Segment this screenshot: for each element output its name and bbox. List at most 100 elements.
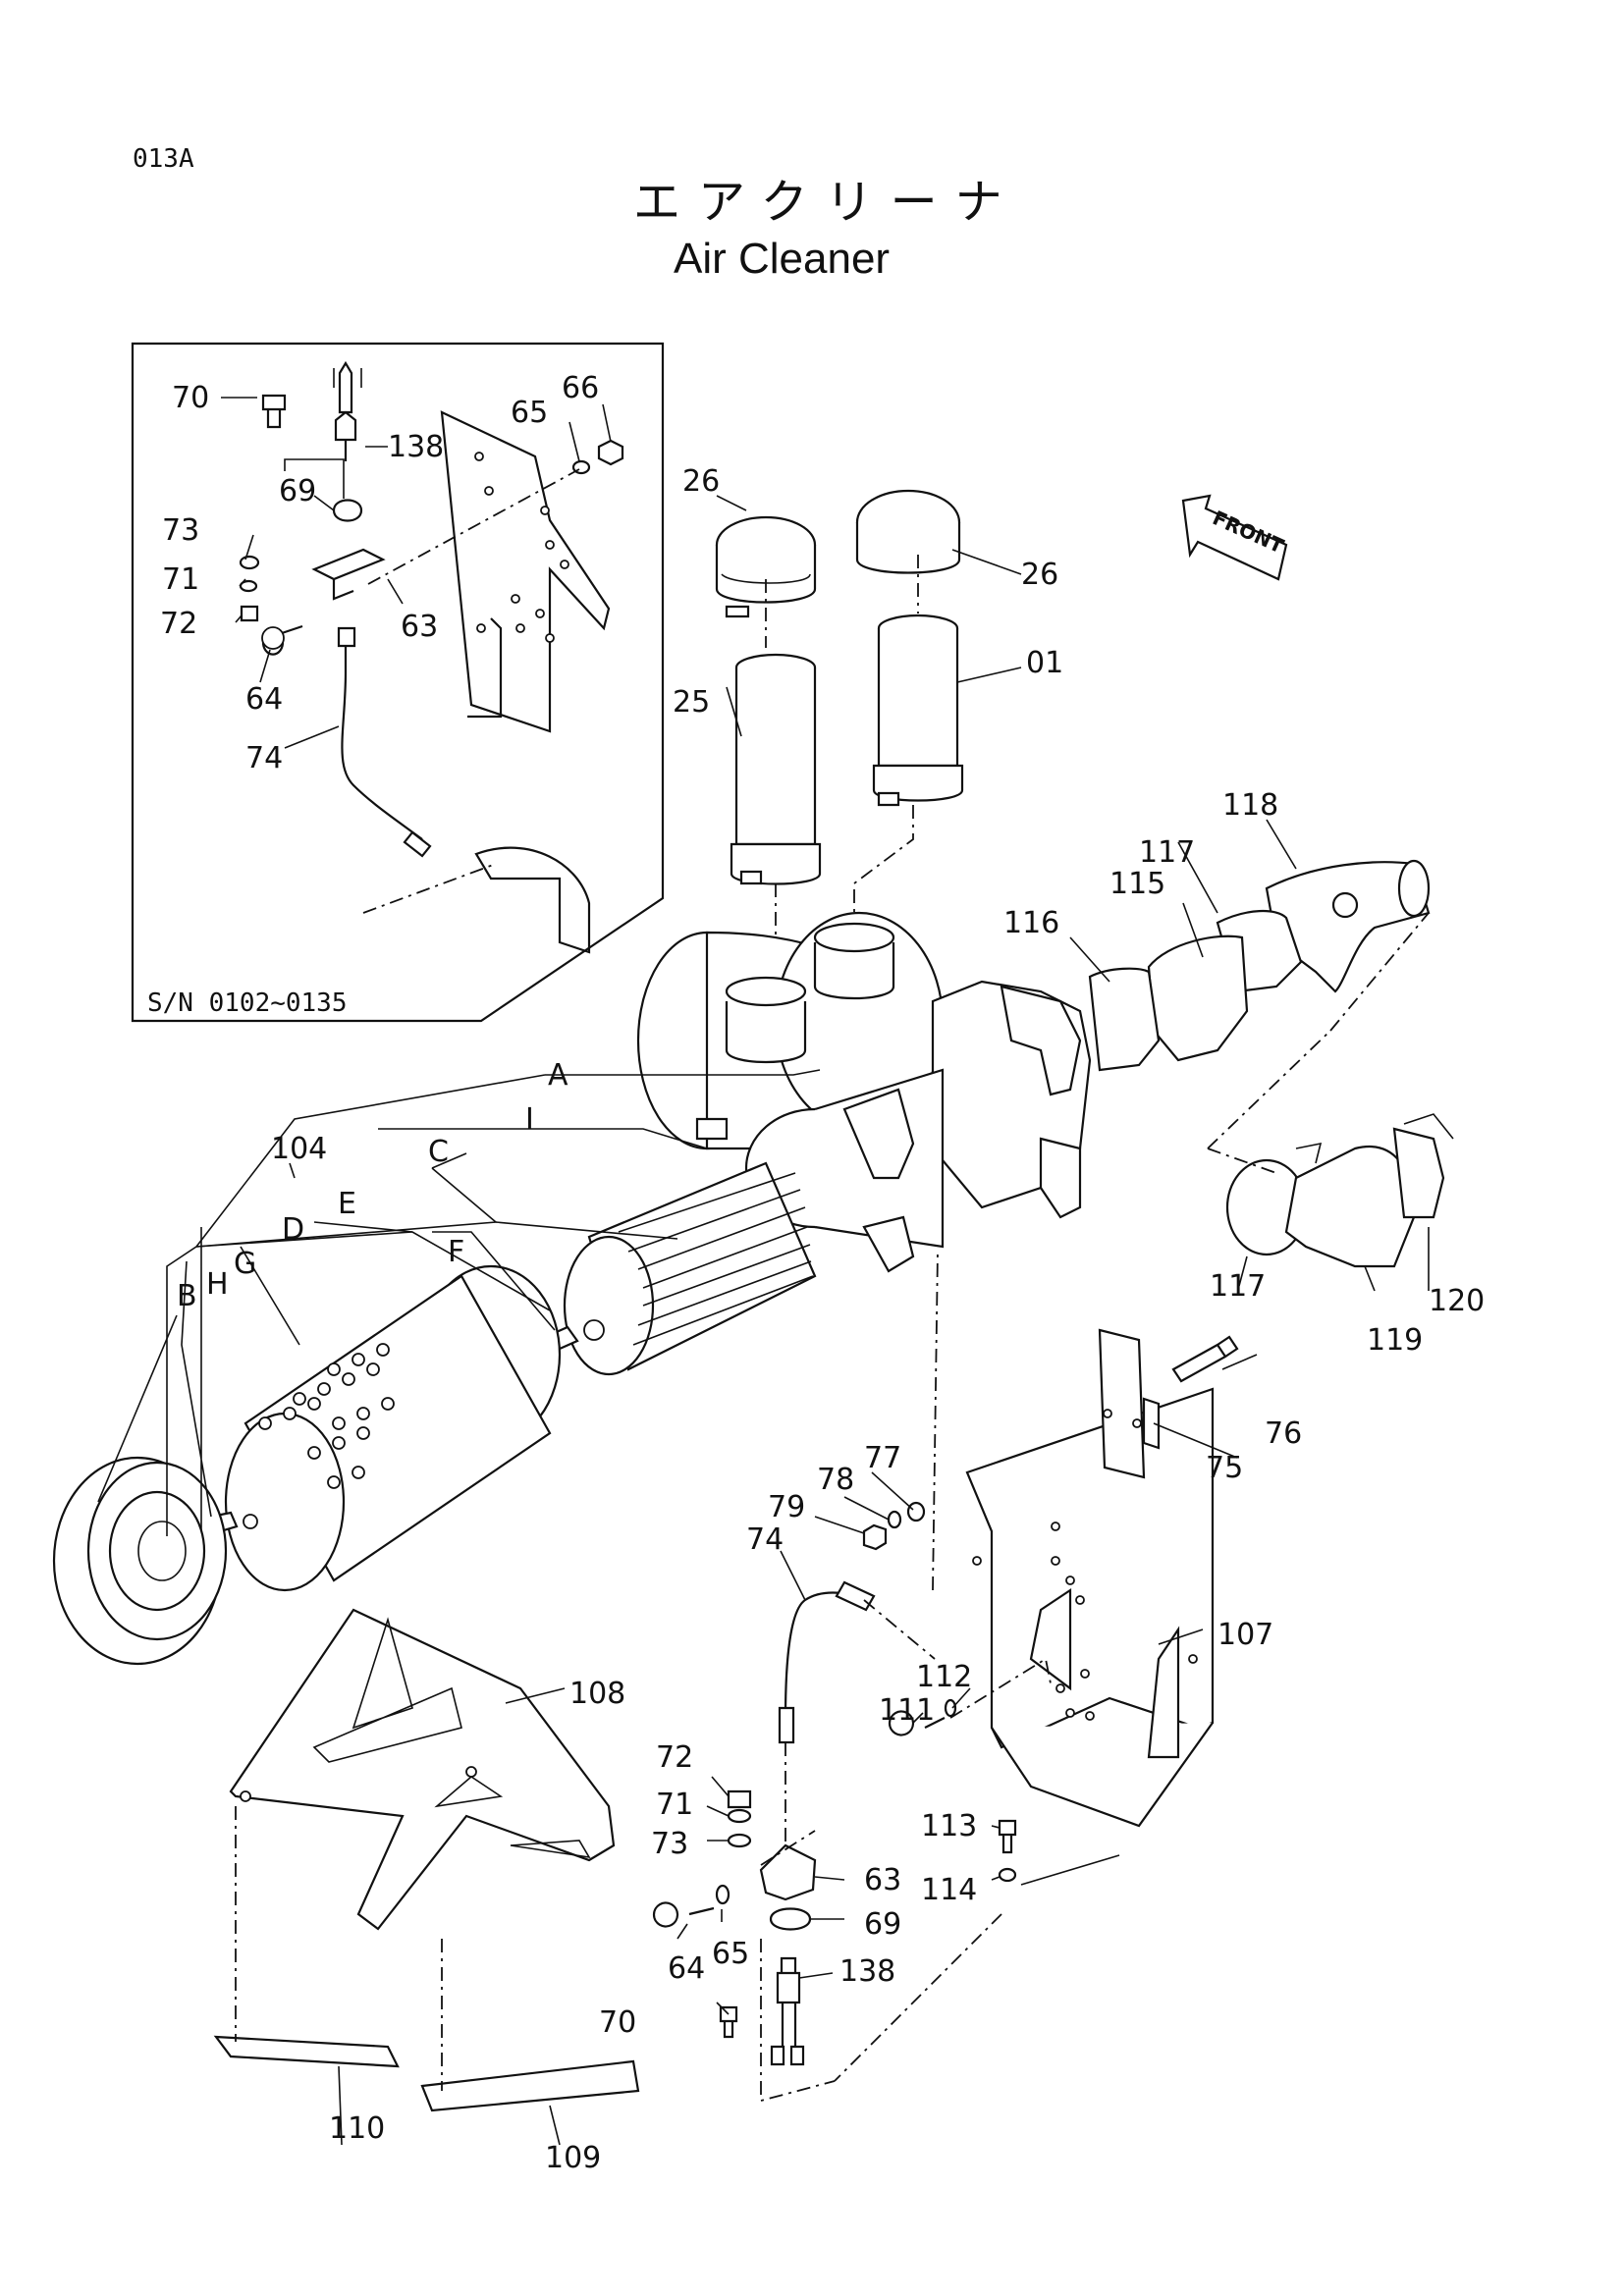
- hose-assembly-upper: [1088, 859, 1431, 1072]
- inset-label-66: 66: [562, 371, 599, 405]
- label-65: 65: [712, 1937, 749, 1971]
- label-77: 77: [864, 1441, 901, 1475]
- inset-nut-66: [597, 439, 624, 466]
- label-74: 74: [746, 1522, 784, 1557]
- label-108: 108: [569, 1677, 625, 1711]
- tube-25: [730, 653, 822, 885]
- inset-washers: [239, 555, 260, 622]
- label-26-left: 26: [682, 464, 720, 499]
- label-76: 76: [1265, 1416, 1302, 1451]
- inset-label-65: 65: [511, 396, 548, 430]
- letter-D: D: [282, 1212, 304, 1247]
- label-75: 75: [1206, 1451, 1243, 1485]
- bracket-108: [229, 1608, 616, 1931]
- bolt-113: [998, 1819, 1017, 1854]
- bracket-63: [759, 1843, 817, 1901]
- nut-72: [727, 1789, 752, 1809]
- label-25: 25: [673, 685, 710, 720]
- inset-label-74: 74: [245, 741, 283, 775]
- label-115: 115: [1109, 867, 1165, 901]
- page-code: 013A: [133, 144, 194, 174]
- letter-G: G: [234, 1247, 256, 1281]
- letter-C: C: [428, 1135, 449, 1169]
- label-73: 73: [651, 1827, 688, 1861]
- label-104: 104: [271, 1132, 327, 1166]
- inset-label-64: 64: [245, 682, 283, 717]
- inset-label-138: 138: [388, 430, 444, 464]
- bolt-70: [719, 2005, 738, 2039]
- inset-label-71: 71: [162, 562, 199, 597]
- inset-partial-housing: [474, 846, 591, 954]
- inset-bracket-63: [311, 548, 386, 601]
- inset-label-69: 69: [279, 474, 316, 508]
- bolt-76: [1171, 1335, 1239, 1383]
- label-26-right: 26: [1021, 558, 1058, 592]
- serial-range: S/N 0102~0135: [147, 988, 348, 1018]
- bolt-111: [888, 1710, 946, 1736]
- label-117-top: 117: [1139, 835, 1195, 870]
- inset-label-70: 70: [172, 381, 209, 415]
- letter-E: E: [338, 1187, 356, 1221]
- label-63: 63: [864, 1863, 901, 1897]
- inset-clip-69: [332, 499, 363, 522]
- dust-cap-left: [715, 515, 817, 618]
- inset-label-72: 72: [160, 607, 197, 641]
- washer-71: [727, 1808, 752, 1824]
- tube-01: [872, 614, 964, 807]
- label-112: 112: [916, 1660, 972, 1694]
- washer-78: [887, 1510, 902, 1529]
- label-70: 70: [599, 2005, 636, 2040]
- pressure-switch-138: [776, 1956, 801, 2061]
- label-110: 110: [329, 2111, 385, 2146]
- label-120: 120: [1429, 1284, 1485, 1318]
- inset-bolt-70: [261, 394, 287, 429]
- inset-frame: [131, 342, 665, 1023]
- washer-65: [715, 1884, 730, 1905]
- letter-I: I: [525, 1102, 534, 1137]
- letter-A: A: [548, 1058, 568, 1093]
- nut-79: [862, 1523, 888, 1551]
- label-107: 107: [1217, 1618, 1273, 1652]
- label-79: 79: [768, 1490, 805, 1524]
- label-113: 113: [921, 1809, 977, 1843]
- hose-assembly-lower: [1225, 1113, 1454, 1268]
- main-housing: [636, 911, 1092, 1273]
- label-111: 111: [879, 1693, 935, 1728]
- strap-109: [420, 2059, 640, 2112]
- label-117-bottom: 117: [1210, 1269, 1266, 1304]
- clip-69: [769, 1907, 812, 1931]
- outer-filter-element: [209, 1264, 562, 1592]
- label-64: 64: [668, 1951, 705, 1986]
- bracket-107: [965, 1387, 1215, 1828]
- inset-side-plate: [440, 410, 611, 733]
- label-71: 71: [656, 1788, 693, 1822]
- label-78: 78: [817, 1463, 854, 1497]
- letter-H: H: [206, 1267, 229, 1302]
- end-cover: [52, 1456, 228, 1666]
- hose-74-lower: [784, 1591, 865, 1719]
- inset-label-73: 73: [162, 513, 199, 548]
- label-118: 118: [1222, 788, 1278, 823]
- dust-cap-right: [855, 489, 961, 574]
- letter-B: B: [177, 1279, 197, 1313]
- inset-detail: 70 138 65 66 69 73 71 72 63 64 74 S/N 01…: [131, 342, 665, 1023]
- label-116: 116: [1003, 906, 1059, 940]
- filter-element-104: [548, 1161, 817, 1376]
- washer-112: [944, 1698, 957, 1718]
- title-english: Air Cleaner: [674, 235, 890, 283]
- label-69: 69: [864, 1907, 901, 1942]
- strap-110: [213, 2035, 400, 2068]
- label-114: 114: [921, 1873, 977, 1907]
- front-arrow-icon: FRONT: [1181, 494, 1287, 581]
- inset-label-63: 63: [401, 610, 438, 644]
- washer-77: [906, 1501, 926, 1522]
- washer-73: [727, 1833, 752, 1848]
- inset-pressure-switch-138: [334, 360, 357, 461]
- washer-114: [998, 1867, 1017, 1883]
- bolt-64: [652, 1901, 715, 1928]
- plate-75: [1098, 1328, 1161, 1479]
- inset-hose-74: [341, 643, 423, 840]
- perforation-holes: [258, 1343, 395, 1489]
- title-japanese: エアクリーナ: [633, 175, 1020, 230]
